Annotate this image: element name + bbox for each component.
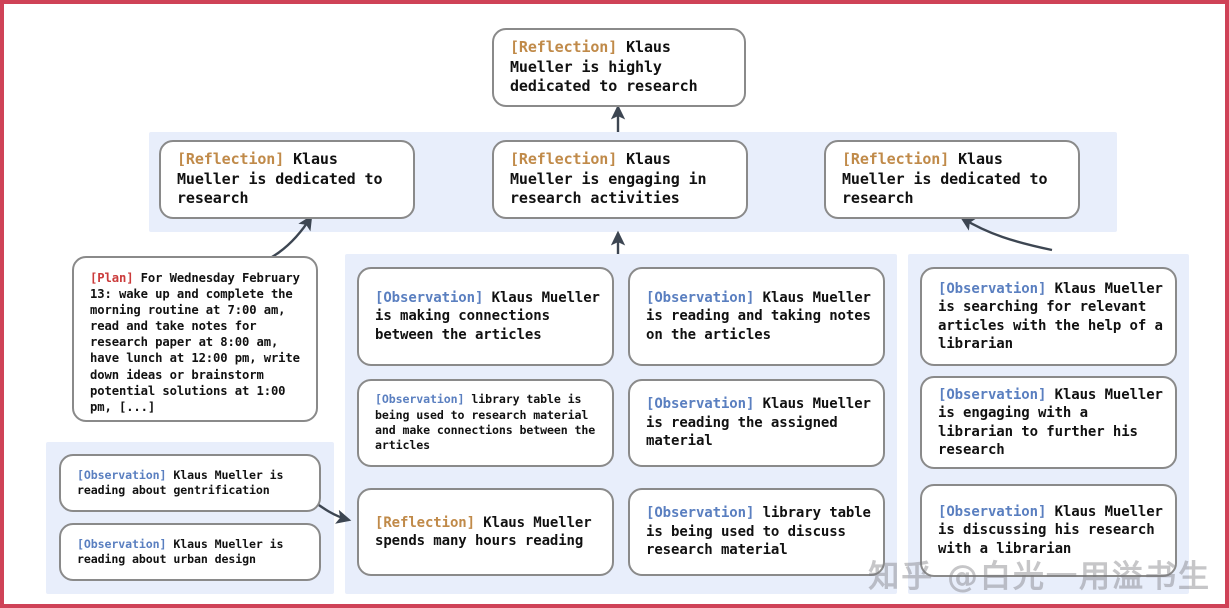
tag-reflection: [Reflection]: [510, 149, 618, 168]
node-mid-reflection-left[interactable]: [Reflection] Klaus Mueller is dedicated …: [159, 140, 415, 219]
node-col1-reflection-hours-reading[interactable]: [Reflection] Klaus Mueller spends many h…: [357, 488, 614, 576]
tag-observation: [Observation]: [938, 503, 1047, 520]
tag-plan: [Plan]: [90, 271, 134, 285]
tag-observation: [Observation]: [938, 386, 1047, 403]
node-text: Klaus Mueller is reading about gentrific…: [77, 467, 291, 497]
node-observation-gentrification[interactable]: [Observation] Klaus Mueller is reading a…: [59, 454, 321, 512]
tag-observation: [Observation]: [375, 289, 484, 306]
node-top-reflection[interactable]: [Reflection] Klaus Mueller is highly ded…: [492, 28, 746, 107]
node-text: Klaus Mueller is making connections betw…: [375, 289, 609, 343]
node-text: Klaus Mueller is reading the assigned ma…: [646, 396, 880, 450]
tag-observation: [Observation]: [77, 536, 167, 551]
node-col3-observation-engaging-librarian[interactable]: [Observation] Klaus Mueller is engaging …: [920, 376, 1177, 469]
node-text: Klaus Mueller is dedicated to research: [177, 149, 392, 208]
node-text: library table is being used to research …: [375, 392, 603, 453]
node-text: Klaus Mueller is engaging in research ac…: [510, 149, 716, 208]
node-col2-observation-assigned-material[interactable]: [Observation] Klaus Mueller is reading t…: [628, 379, 885, 467]
tag-observation: [Observation]: [375, 392, 465, 407]
node-col2-observation-discuss-material[interactable]: [Observation] library table is being use…: [628, 488, 885, 576]
tag-observation: [Observation]: [77, 467, 167, 482]
node-text: Klaus Mueller is engaging with a librari…: [938, 386, 1172, 458]
node-plan[interactable]: [Plan] For Wednesday February 13: wake u…: [72, 256, 318, 422]
node-col3-observation-searching-articles[interactable]: [Observation] Klaus Mueller is searching…: [920, 267, 1177, 366]
node-col1-observation-connections[interactable]: [Observation] Klaus Mueller is making co…: [357, 267, 614, 366]
node-mid-reflection-right[interactable]: [Reflection] Klaus Mueller is dedicated …: [824, 140, 1080, 219]
node-col1-observation-library-table[interactable]: [Observation] library table is being use…: [357, 379, 614, 467]
node-col3-observation-discussing-research[interactable]: [Observation] Klaus Mueller is discussin…: [920, 484, 1177, 577]
node-text: For Wednesday February 13: wake up and c…: [90, 271, 308, 414]
node-text: Klaus Mueller is highly dedicated to res…: [510, 37, 698, 96]
node-text: Klaus Mueller is reading and taking note…: [646, 289, 880, 343]
tag-observation: [Observation]: [646, 396, 755, 413]
node-text: library table is being used to discuss r…: [646, 505, 880, 559]
node-text: Klaus Mueller is dedicated to research: [842, 149, 1057, 208]
node-col2-observation-taking-notes[interactable]: [Observation] Klaus Mueller is reading a…: [628, 267, 885, 366]
node-observation-urban-design[interactable]: [Observation] Klaus Mueller is reading a…: [59, 523, 321, 581]
tag-reflection: [Reflection]: [375, 514, 475, 531]
tag-reflection: [Reflection]: [177, 149, 285, 168]
tag-reflection: [Reflection]: [842, 149, 950, 168]
node-text: Klaus Mueller is searching for relevant …: [938, 280, 1172, 352]
node-text: Klaus Mueller is discussing his research…: [938, 503, 1172, 557]
node-text: Klaus Mueller spends many hours reading: [375, 514, 600, 549]
node-mid-reflection-center[interactable]: [Reflection] Klaus Mueller is engaging i…: [492, 140, 748, 219]
tag-observation: [Observation]: [938, 280, 1047, 297]
node-text: Klaus Mueller is reading about urban des…: [77, 536, 291, 566]
tag-observation: [Observation]: [646, 505, 755, 522]
tag-observation: [Observation]: [646, 289, 755, 306]
tag-reflection: [Reflection]: [510, 37, 618, 56]
